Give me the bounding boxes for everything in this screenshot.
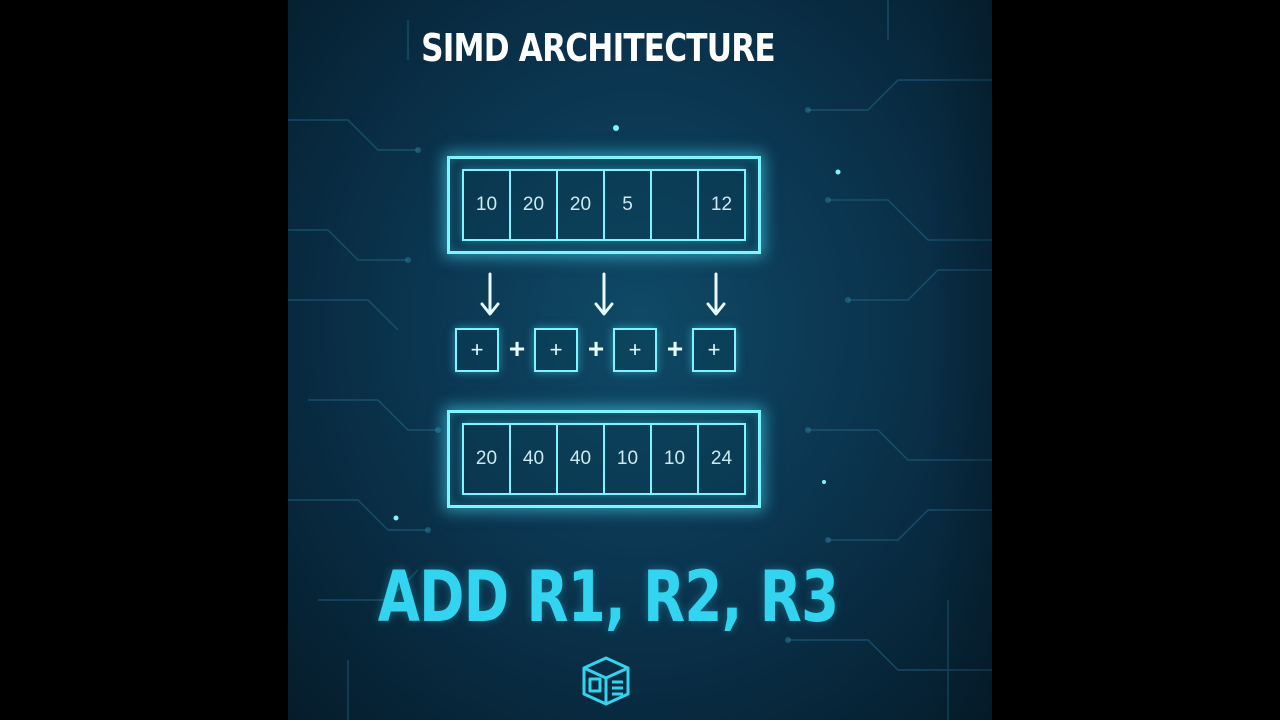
plus-sign: + bbox=[666, 333, 684, 364]
down-arrow-icon bbox=[706, 272, 726, 316]
add-operator-box: + bbox=[692, 328, 736, 372]
input-cell: 20 bbox=[511, 171, 558, 239]
input-register: 10 20 20 5 12 bbox=[447, 156, 761, 254]
output-cell: 40 bbox=[558, 425, 605, 493]
output-cell: 10 bbox=[605, 425, 652, 493]
slide-title: SIMD ARCHITECTURE bbox=[421, 26, 776, 70]
add-operator-box: + bbox=[534, 328, 578, 372]
slide-panel: SIMD ARCHITECTURE 10 20 20 5 12 + + + + bbox=[288, 0, 992, 720]
add-operator-box: + bbox=[613, 328, 657, 372]
cube-logo-icon bbox=[582, 656, 630, 706]
input-cell: 12 bbox=[710, 194, 733, 215]
add-operator-box: + bbox=[455, 328, 499, 372]
circuit-background bbox=[288, 0, 992, 720]
output-cell: 20 bbox=[464, 425, 511, 493]
input-cell bbox=[652, 171, 699, 239]
down-arrow-icon bbox=[594, 272, 614, 316]
output-register: 20 40 40 10 10 24 bbox=[447, 410, 761, 508]
input-cell: 10 bbox=[464, 171, 511, 239]
side-shadow-strip bbox=[930, 0, 992, 720]
input-register-cells: 10 20 20 5 12 bbox=[462, 169, 746, 241]
plus-sign: + bbox=[508, 333, 526, 364]
input-cell: 20 bbox=[558, 171, 605, 239]
output-cell: 24 bbox=[710, 448, 733, 469]
output-register-cells: 20 40 40 10 10 24 bbox=[462, 423, 746, 495]
operator-row: + + + + + + + bbox=[288, 328, 992, 374]
input-cell: 5 bbox=[605, 171, 652, 239]
output-cell: 40 bbox=[511, 425, 558, 493]
down-arrow-icon bbox=[480, 272, 500, 316]
output-cell: 10 bbox=[652, 425, 699, 493]
plus-sign: + bbox=[587, 333, 605, 364]
instruction-text: ADD R1, R2, R3 bbox=[377, 556, 839, 638]
